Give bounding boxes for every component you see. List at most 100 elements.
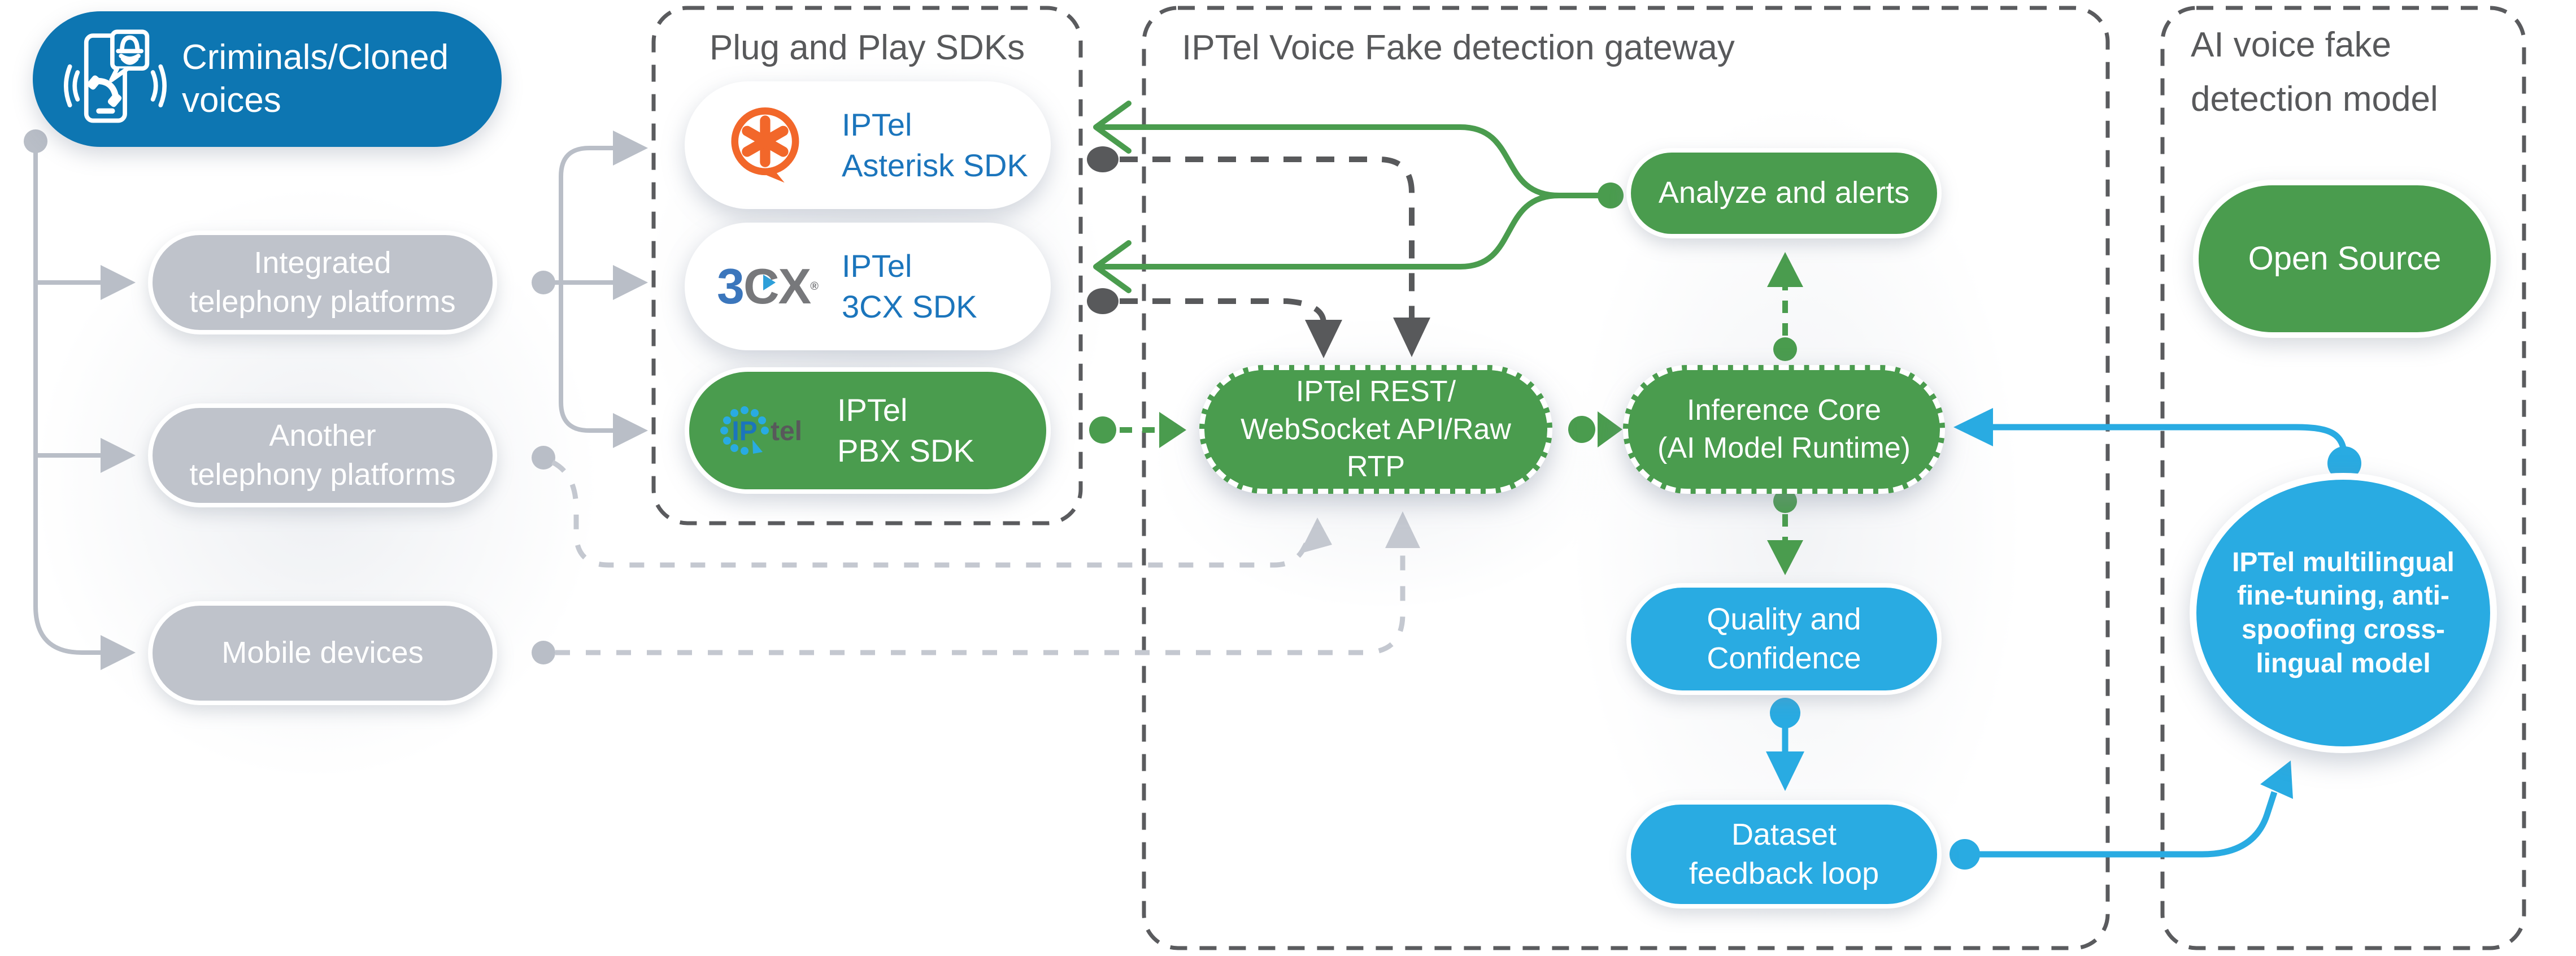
source-label-line1: Criminals/Cloned <box>182 38 449 77</box>
iptel-logo-svg: IP tel <box>720 406 802 455</box>
label-line: Asterisk SDK <box>842 147 1028 183</box>
threecx-logo-triangle-icon <box>763 275 776 290</box>
iptel-asterisk-sdk-card: IPTel Asterisk SDK <box>685 81 1051 209</box>
api-arrowhead <box>1598 411 1622 447</box>
blue-up-arrowhead <box>2260 761 2293 799</box>
down-arrowhead <box>1767 540 1803 575</box>
label-line: spoofing cross- <box>2241 615 2445 645</box>
dataset-to-model <box>1950 761 2293 870</box>
threecx-logo-cx: CX <box>743 258 811 314</box>
label-line: (AI Model Runtime) <box>1657 432 1911 464</box>
integrated-telephony-platforms-node: Integrated telephony platforms <box>148 231 497 334</box>
threecx-logo-reg: ® <box>810 280 819 293</box>
pbx-out-dot <box>1089 416 1116 444</box>
label-line: Another <box>269 418 376 453</box>
handset-icon <box>87 75 122 107</box>
label-line: WebSocket API/Raw <box>1241 412 1511 446</box>
label-line: Dataset <box>1731 817 1837 851</box>
quality-to-dataset <box>1766 698 1804 791</box>
label-line: 3CX SDK <box>842 289 977 324</box>
label-line: IPTel <box>842 107 912 143</box>
blue-down-arrowhead <box>1766 751 1804 791</box>
label-line: telephony platforms <box>189 458 456 492</box>
model-to-inference <box>1953 408 2361 480</box>
blue-left-arrowhead <box>1953 408 1993 446</box>
label-line: Confidence <box>1707 641 1861 675</box>
inference-label: Inference Core (AI Model Runtime) <box>1657 392 1911 467</box>
asterisk-to-api-dashed <box>1087 146 1430 357</box>
label-line: IPTel <box>842 248 912 284</box>
model-circle-label: IPTel multilingual fine-tuning, anti- sp… <box>2232 546 2455 680</box>
source-branch-arrowheads <box>24 129 136 670</box>
iptel-pbx-sdk-card: IP tel IPTel PBX SDK <box>685 367 1051 494</box>
iptel-logo-ip-text: IP <box>732 416 757 446</box>
mobile-label: Mobile devices <box>221 633 423 672</box>
quality-and-confidence-node: Quality and Confidence <box>1626 583 1942 695</box>
mobile-out-dot <box>532 641 555 664</box>
inference-top-dot <box>1773 337 1797 361</box>
label-line: feedback loop <box>1689 857 1879 890</box>
rest-websocket-api-node: IPTel REST/ WebSocket API/Raw RTP <box>1199 365 1552 494</box>
api-to-inference <box>1568 411 1622 447</box>
up-arrowhead <box>1767 252 1803 287</box>
source-label-line2: voices <box>182 81 281 120</box>
dataset-label: Dataset feedback loop <box>1689 815 1879 893</box>
threecx-card-label: IPTel 3CX SDK <box>842 246 977 327</box>
gateway-panel-title: IPTel Voice Fake detection gateway <box>1182 28 1735 67</box>
pbx-arrowhead <box>1159 412 1186 448</box>
another-out-dot <box>532 446 555 470</box>
integrated-fanout-lines <box>543 146 613 433</box>
api-label: IPTel REST/ WebSocket API/Raw RTP <box>1241 373 1511 486</box>
open-source-label: Open Source <box>2248 240 2442 277</box>
source-junction-dot <box>24 129 47 153</box>
label-line: fine-tuning, anti- <box>2237 581 2449 611</box>
dataset-feedback-loop-node: Dataset feedback loop <box>1626 800 1942 909</box>
inference-to-analyze <box>1767 252 1803 361</box>
spoofed-call-phone-icon <box>64 29 167 123</box>
label-line: Inference Core <box>1687 394 1881 427</box>
mobile-devices-node: Mobile devices <box>148 601 497 705</box>
pbx-card-label: IPTel PBX SDK <box>837 390 974 471</box>
analyze-in-dot <box>1598 182 1624 208</box>
source-branch-lines <box>33 141 101 655</box>
label-line: Mobile devices <box>221 636 424 670</box>
asterisk-out-dot <box>1087 146 1119 172</box>
pbx-to-api-dashed <box>1089 412 1186 448</box>
iptel-logo-icon: IP tel <box>713 397 832 464</box>
integrated-out-dot <box>532 271 555 294</box>
asterisk-logo-svg <box>731 107 799 183</box>
label-line: telephony platforms <box>189 285 456 319</box>
label-line: Quality and <box>1707 602 1861 636</box>
gateway-panel-border <box>1142 6 2110 950</box>
another-label: Another telephony platforms <box>189 416 455 494</box>
asterisk-logo-icon <box>708 100 827 190</box>
mobile-to-api-dashed <box>532 511 1420 664</box>
label-line: lingual model <box>2256 648 2431 679</box>
mobile-arrowhead <box>1385 511 1420 548</box>
iptel-logo-tel-text: tel <box>771 416 802 446</box>
quality-label: Quality and Confidence <box>1707 600 1861 678</box>
label-line: RTP <box>1346 450 1406 484</box>
another-telephony-platforms-node: Another telephony platforms <box>148 403 497 507</box>
sdk-panel-title: Plug and Play SDKs <box>709 28 1025 67</box>
vibration-arcs-icon <box>64 64 167 107</box>
criminals-cloned-voices-node: Criminals/Cloned voices <box>33 11 502 147</box>
label-line: PBX SDK <box>837 433 974 468</box>
criminal-speech-bubble-icon <box>109 29 150 82</box>
model-panel-border <box>2160 6 2526 950</box>
model-title-line2: detection model <box>2191 80 2438 119</box>
inference-to-quality <box>1767 489 1803 575</box>
analyze-and-alerts-node: Analyze and alerts <box>1626 148 1942 238</box>
analyze-to-sdk-fork <box>1093 101 1600 293</box>
label-line: Analyze and alerts <box>1658 176 1910 210</box>
inference-core-node: Inference Core (AI Model Runtime) <box>1623 365 1945 494</box>
label-line: IPTel <box>837 392 908 428</box>
c3x-arrowhead <box>1305 320 1342 358</box>
integrated-label: Integrated telephony platforms <box>189 244 455 321</box>
label-line: IPTel REST/ <box>1295 375 1456 409</box>
c3x-to-api-dashed <box>1087 288 1342 358</box>
label-line: Integrated <box>254 245 391 280</box>
